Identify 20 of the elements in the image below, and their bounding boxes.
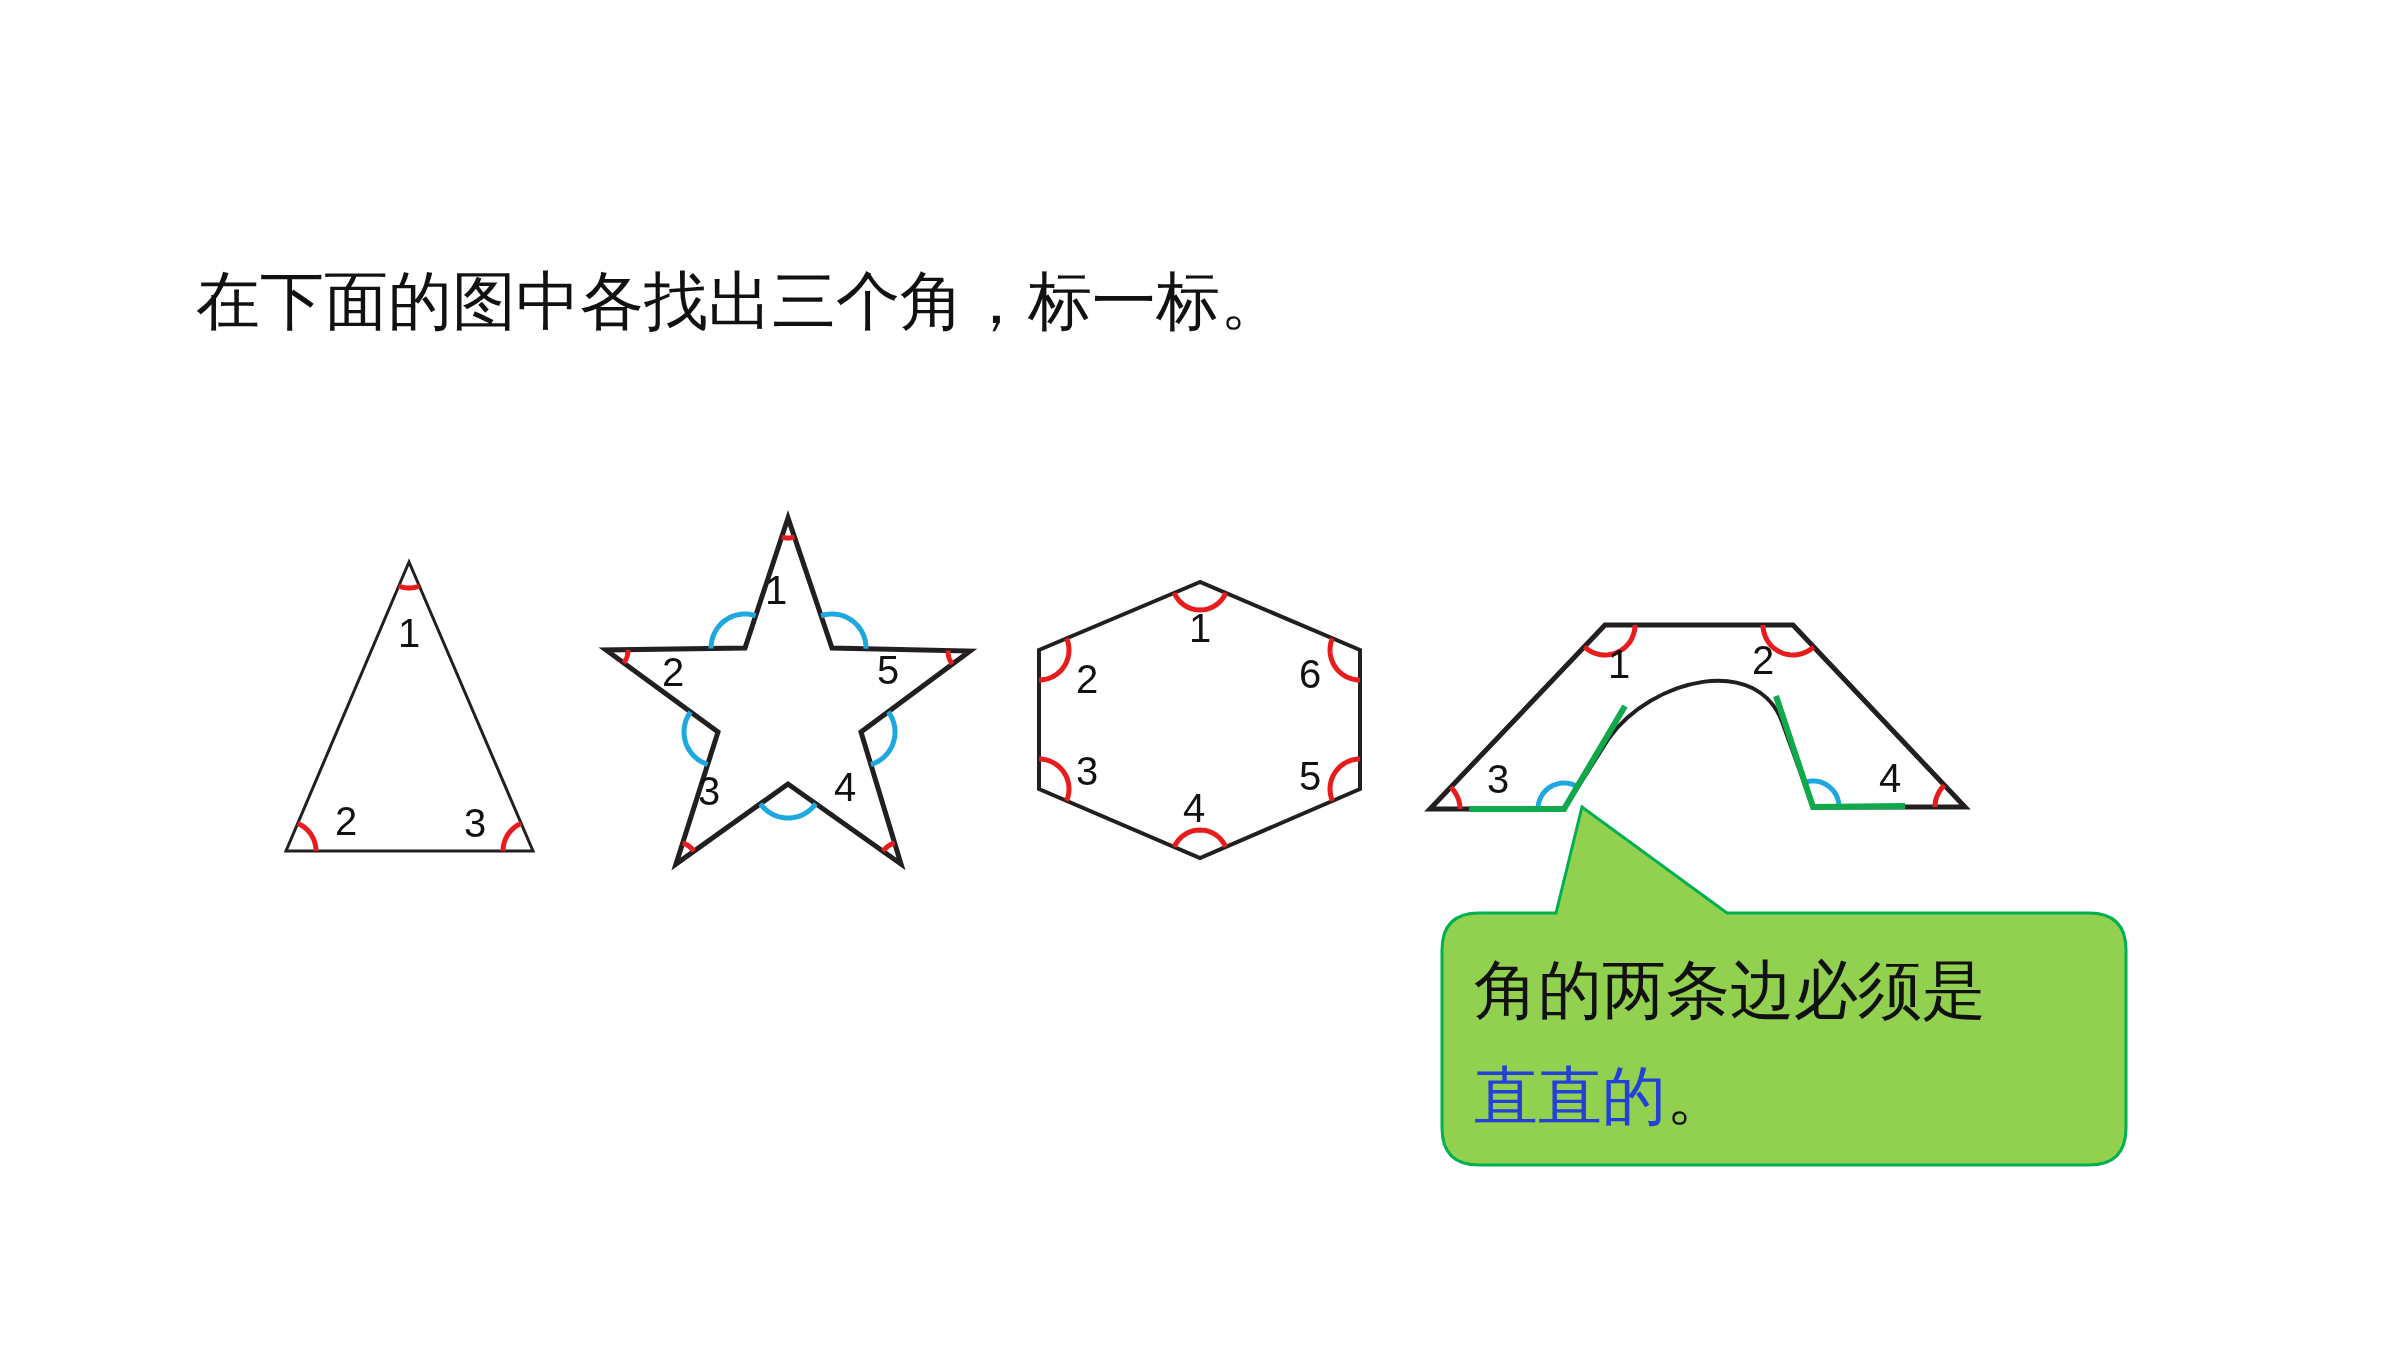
angle-number: 1 <box>397 613 421 653</box>
angle-number: 4 <box>833 767 857 807</box>
angle-number: 5 <box>1298 756 1322 796</box>
angle-number: 1 <box>1188 608 1212 648</box>
angle-number: 2 <box>661 652 685 692</box>
angle-number: 3 <box>1486 759 1510 799</box>
angle-number: 2 <box>334 801 358 841</box>
angle-number: 6 <box>1298 654 1322 694</box>
callout-text: 角的两条边必须是直直的。 <box>1474 952 1987 1135</box>
angle-number: 3 <box>1075 751 1099 791</box>
angle-number: 2 <box>1751 640 1775 680</box>
angle-number: 4 <box>1878 758 1902 798</box>
angle-number: 1 <box>1607 644 1631 684</box>
angle-number: 4 <box>1182 788 1206 828</box>
angle-number: 3 <box>697 771 721 811</box>
instruction-text: 在下面的图中各找出三个角，标一标。 <box>196 263 1284 340</box>
angle-number: 1 <box>764 570 788 610</box>
angle-number: 3 <box>463 803 487 843</box>
angle-number: 2 <box>1075 659 1099 699</box>
angle-number: 5 <box>876 650 900 690</box>
